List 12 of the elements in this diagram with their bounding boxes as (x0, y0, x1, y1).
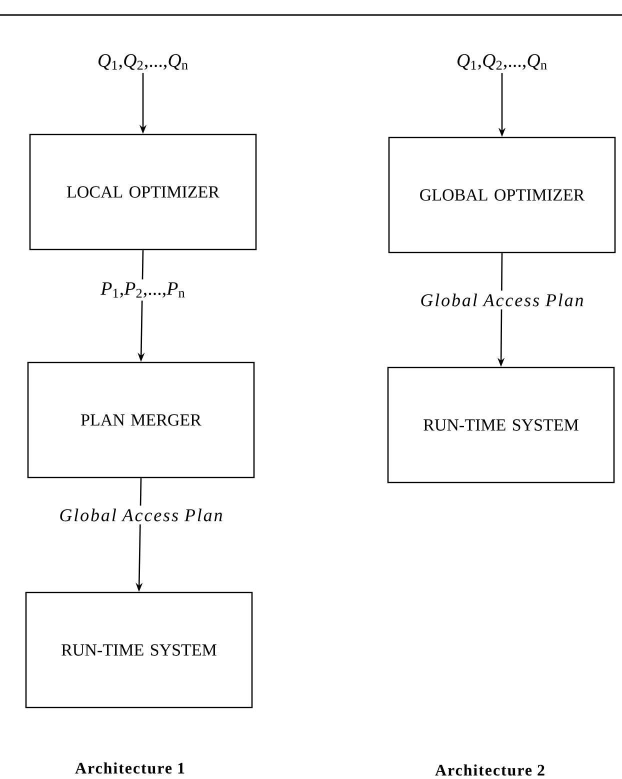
process-box: RUN-TIME SYSTEM (25, 592, 253, 708)
input-text: Q$_{1}$,Q$_{2}$,...,Q$_{n}$ (98, 54, 188, 70)
edge-label: Global Access Plan (417, 290, 587, 310)
caption-label: Architecture 1 (75, 762, 184, 774)
process-box: GLOBAL OPTIMIZER (388, 136, 616, 254)
edge-label: P$_{1}$,P$_{2}$,...,P$_{n}$ (98, 279, 188, 301)
process-box: RUN-TIME SYSTEM (387, 366, 615, 484)
process-box: PLAN MERGER (27, 362, 255, 478)
caption-label: Architecture 2 (435, 764, 544, 776)
process-box: LOCAL OPTIMIZER (29, 134, 257, 250)
input-text: Q$_{1}$,Q$_{2}$,...,Q$_{n}$ (458, 54, 547, 70)
edge-label: Global Access Plan (56, 506, 226, 524)
